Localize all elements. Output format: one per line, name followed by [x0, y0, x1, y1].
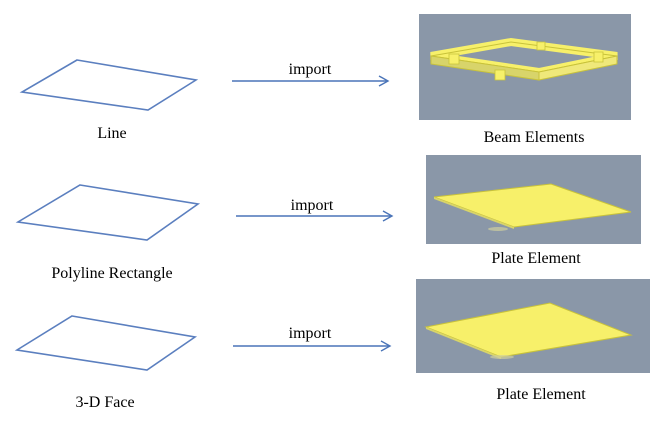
import-label-1: import — [288, 61, 332, 78]
import-label-3: import — [288, 325, 332, 342]
plate-element-view-1 — [426, 155, 641, 244]
line-label: Line — [97, 125, 127, 142]
beam-elements-label: Beam Elements — [483, 129, 585, 146]
import-label-2: import — [290, 197, 334, 214]
plate-element-view-2 — [416, 279, 650, 373]
plate-element-label-1: Plate Element — [491, 250, 581, 267]
plate-element-label-2: Plate Element — [496, 386, 586, 403]
plate-graphic-1 — [433, 183, 632, 231]
beam-frame-graphic — [430, 37, 618, 81]
3d-face-label: 3-D Face — [75, 394, 135, 411]
plate-graphic-2 — [424, 302, 633, 359]
beam-elements-view — [419, 14, 631, 120]
polyline-rectangle-label: Polyline Rectangle — [51, 265, 173, 282]
